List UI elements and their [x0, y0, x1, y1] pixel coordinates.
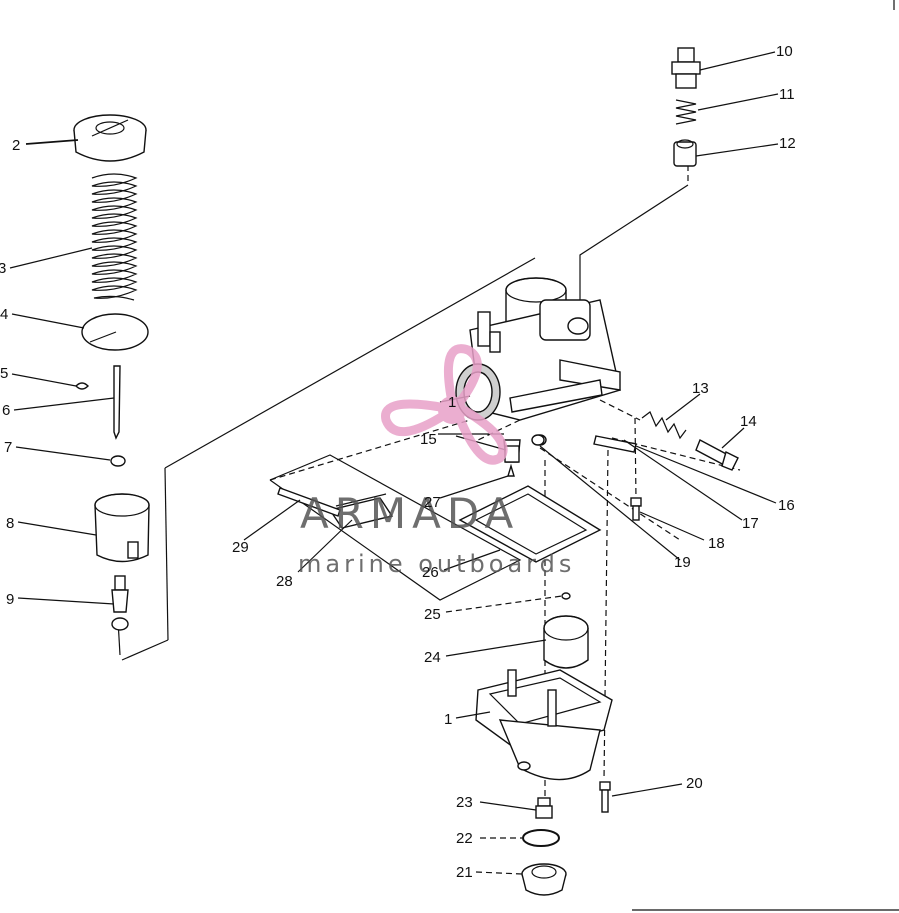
label-15: 15: [420, 431, 437, 448]
jet-part-23: [535, 797, 553, 819]
nozzle-part-10: [671, 47, 701, 89]
label-18: 18: [708, 535, 725, 552]
label-27: 27: [424, 494, 441, 511]
float-arm-part-28: [328, 493, 394, 529]
label-13: 13: [692, 380, 709, 397]
label-7: 7: [4, 439, 12, 456]
label-11: 11: [779, 86, 795, 103]
propeller-logo-icon: [381, 344, 508, 465]
armada-watermark: ARMADA marine outboards: [298, 344, 575, 578]
label-16: 16: [778, 497, 795, 514]
label-5: 5: [0, 365, 8, 382]
label-17: 17: [742, 515, 759, 532]
plug-part-21: [521, 863, 567, 896]
label-20: 20: [686, 775, 703, 792]
cap-part-2: [73, 114, 147, 162]
label-1-bowl: 1: [444, 711, 452, 728]
label-24: 24: [424, 649, 441, 666]
spring-part-3: [91, 173, 138, 301]
label-8: 8: [6, 515, 14, 532]
label-10: 10: [776, 43, 793, 60]
label-23: 23: [456, 794, 473, 811]
guide-lines: [117, 165, 741, 800]
washer-part-19: [531, 434, 545, 446]
watermark-brand: ARMADA: [300, 489, 519, 538]
page-edge-marks: [632, 0, 899, 911]
label-19: 19: [674, 554, 691, 571]
spring-part-11: [675, 99, 697, 125]
gasket-part-26: [458, 485, 602, 563]
washer-part-7: [110, 455, 126, 467]
label-25: 25: [424, 606, 441, 623]
pin-part-29: [277, 487, 341, 517]
screw-part-14: [695, 439, 739, 471]
needle-part-27: [507, 463, 515, 477]
label-21: 21: [456, 864, 473, 881]
label-22: 22: [456, 830, 473, 847]
pin-part-25: [561, 592, 571, 600]
label-26: 26: [422, 564, 439, 581]
label-3: 3: [0, 260, 6, 277]
screw-part-18: [630, 497, 642, 521]
slide-part-8: [94, 493, 150, 563]
float-part-24: [543, 615, 589, 669]
plate-part-4: [81, 313, 149, 351]
carburetor-body-part-1: [455, 277, 621, 463]
label-6: 6: [2, 402, 10, 419]
cap-part-12: [673, 139, 697, 167]
label-29: 29: [232, 539, 249, 556]
label-1-body: 1: [448, 394, 456, 411]
label-12: 12: [779, 135, 796, 152]
label-9: 9: [6, 591, 14, 608]
label-4: 4: [0, 306, 8, 323]
screw-part-17: [593, 435, 637, 453]
label-28: 28: [276, 573, 293, 590]
part-labels: 1 2 3 4 5 6 7 8 9 10 11 12 13 14 15 16 1…: [0, 43, 796, 881]
o-ring-part-22: [522, 829, 560, 847]
spring-part-13: [641, 411, 687, 440]
label-2: 2: [12, 137, 20, 154]
needle-jet-part-9: [111, 575, 129, 631]
watermark-tagline: marine outboards: [298, 550, 575, 578]
float-bowl-part-1: [475, 669, 613, 781]
clip-part-5: [75, 382, 89, 390]
needle-part-6: [113, 365, 121, 440]
screw-part-20: [599, 781, 611, 813]
label-14: 14: [740, 413, 757, 430]
